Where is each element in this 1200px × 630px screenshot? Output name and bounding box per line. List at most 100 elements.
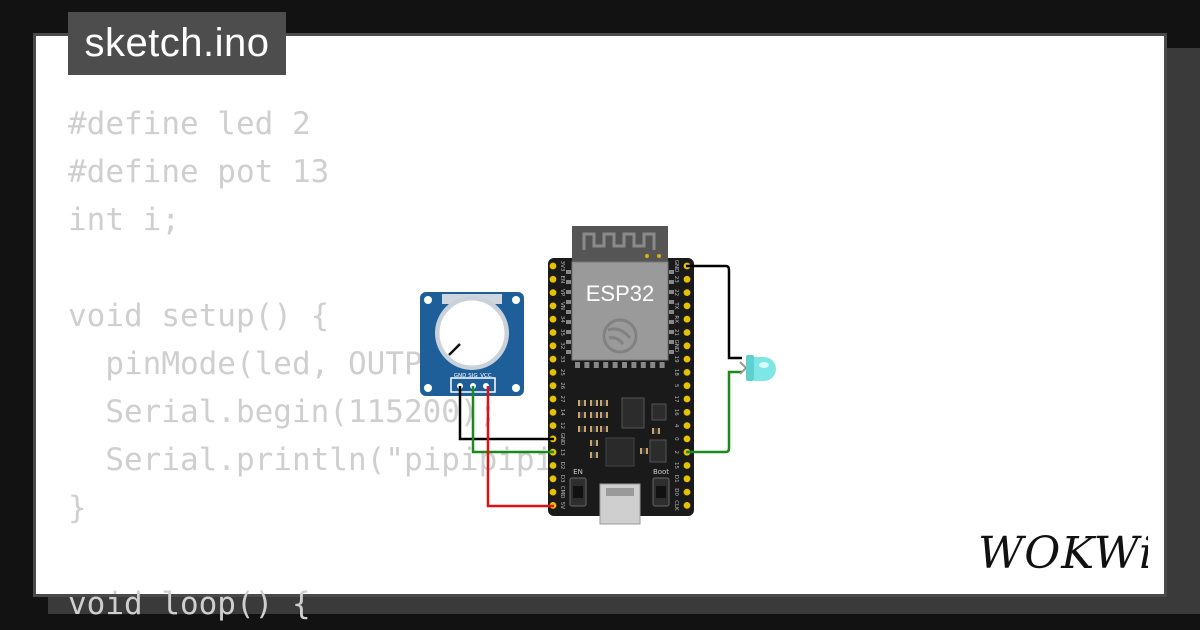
pin-D1[interactable] (683, 475, 691, 483)
pin-label: 23 (673, 276, 679, 283)
pin-label: 21 (673, 329, 679, 336)
pin-12[interactable] (549, 422, 557, 429)
wire-pot-sig (471, 386, 554, 454)
pin-32[interactable] (549, 342, 557, 350)
pin-label: D1 (673, 475, 679, 483)
code-line: void loop() { (68, 586, 311, 622)
wires[interactable] (458, 264, 742, 508)
pot-pin-label: GND (454, 373, 467, 379)
pin-label: VP (559, 289, 565, 297)
pin-19[interactable] (683, 355, 691, 363)
pin-D3[interactable] (549, 475, 557, 483)
pin-15[interactable] (683, 462, 691, 469)
pin-label: GND (673, 339, 679, 352)
pin-label: 16 (673, 409, 679, 416)
pin-label: RX (673, 315, 679, 323)
esp32-board[interactable]: ESP32 EN Boot 3V3ENVPVN34353233252627141… (548, 226, 694, 525)
espressif-logo-icon (602, 318, 638, 354)
pin-label: D2 (559, 462, 565, 470)
esp32-label: ESP32 (586, 281, 655, 306)
pin-26[interactable] (549, 382, 557, 390)
led-lens (754, 357, 776, 381)
pin-0[interactable] (683, 435, 691, 443)
pin-EN[interactable] (549, 275, 557, 283)
pin-34[interactable] (549, 315, 557, 323)
pin-GND[interactable] (683, 342, 691, 350)
pin-VP[interactable] (549, 289, 557, 296)
potentiometer-knob[interactable] (438, 299, 506, 367)
en-button-label: EN (573, 468, 583, 476)
pin-RX[interactable] (683, 315, 691, 323)
pot-pin-label: SIG (468, 373, 477, 379)
pin-label: 4 (673, 424, 679, 428)
usb-chip (605, 437, 635, 467)
pin-label: 32 (559, 342, 565, 349)
pot-pin-label: VCC (480, 373, 492, 379)
pin-label: VN (559, 302, 565, 310)
pin-27[interactable] (549, 395, 557, 403)
pin-CLK[interactable] (683, 502, 691, 509)
pin-label: CLK (673, 500, 679, 511)
pin-18[interactable] (683, 369, 691, 376)
code-line: Serial.begin(115200); (68, 394, 498, 430)
pin-label: 33 (559, 356, 565, 363)
pin-23[interactable] (683, 275, 691, 283)
knob-indicator (448, 343, 461, 356)
pin-label: 5 (673, 384, 679, 388)
pin-33[interactable] (549, 355, 557, 363)
pin-17[interactable] (683, 395, 691, 403)
pin-label: 35 (559, 329, 565, 336)
pin-label: 3V3 (559, 261, 565, 272)
pin-label: 27 (559, 396, 565, 403)
pin-label: CMD (559, 486, 565, 499)
pin-25[interactable] (549, 369, 557, 376)
pin-label: D3 (559, 475, 565, 483)
logo-text: WOKWi (978, 528, 1148, 579)
pin-label: 5V (559, 502, 565, 509)
pin-4[interactable] (683, 422, 691, 429)
pin-3V3[interactable] (549, 262, 557, 270)
pin-label: 13 (559, 449, 565, 456)
pin-22[interactable] (683, 289, 691, 296)
pin-D2[interactable] (549, 462, 557, 469)
pin-label: 25 (559, 369, 565, 376)
pin-label: 2 (673, 450, 679, 454)
pin-label: GND (673, 260, 679, 273)
pin-label: 18 (673, 369, 679, 376)
pin-label: 14 (559, 409, 565, 416)
pin-5[interactable] (683, 382, 691, 390)
pin-label: TX (673, 301, 679, 309)
pin-21[interactable] (683, 329, 691, 336)
wokwi-logo-icon: WOKWi (978, 528, 1153, 579)
pin-label: 12 (559, 422, 565, 429)
pin-label: 34 (559, 316, 565, 323)
wire-led-anode (686, 370, 742, 454)
pin-label: 22 (673, 289, 679, 296)
file-tab[interactable]: sketch.ino (68, 12, 286, 75)
boot-button-label: Boot (653, 468, 669, 476)
pin-D0[interactable] (683, 488, 691, 496)
led[interactable] (739, 355, 776, 381)
pin-TX[interactable] (683, 302, 691, 310)
wire-pot-gnd (458, 386, 554, 441)
pin-VN[interactable] (549, 302, 557, 310)
left-pin-header: 3V3ENVPVN343532332526271412GND13D2D3CMD5… (549, 261, 565, 509)
pin-label: D0 (673, 488, 679, 496)
code-line: } (68, 490, 87, 526)
pin-16[interactable] (683, 408, 691, 416)
pin-14[interactable] (549, 408, 557, 416)
code-line: void setup() { (68, 298, 330, 334)
pin-label: GND (559, 433, 565, 446)
pin-label: 15 (673, 462, 679, 469)
regulator (621, 397, 645, 429)
pin-label: 19 (673, 356, 679, 363)
pin-35[interactable] (549, 329, 557, 336)
wokwi-logo: WOKWi (978, 524, 1153, 584)
antenna-trace-icon (582, 232, 656, 250)
module-castellations (566, 270, 674, 368)
pin-CMD[interactable] (549, 488, 557, 496)
